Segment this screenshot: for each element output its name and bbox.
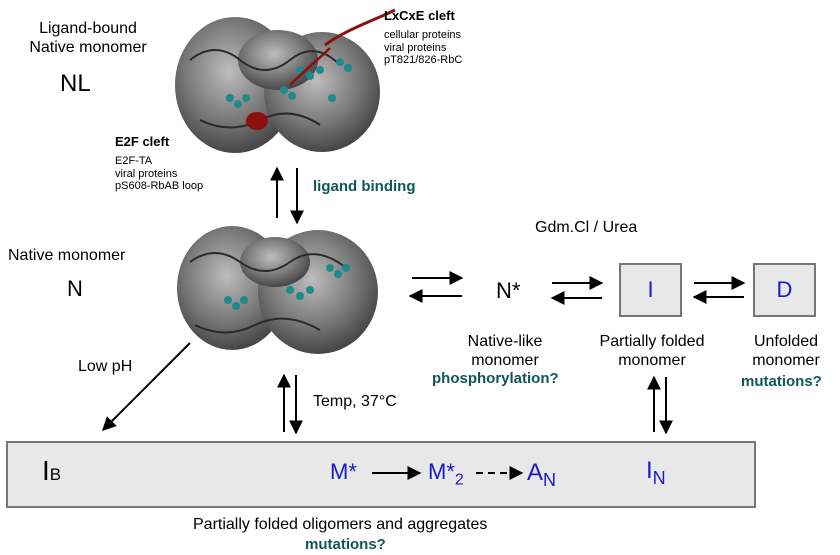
state-i-symbol: I bbox=[647, 277, 654, 302]
protein-structure-ligand-bound bbox=[175, 8, 396, 153]
e2f-title: E2F cleft bbox=[115, 134, 170, 149]
m2star-symbol: M*2 bbox=[428, 459, 464, 489]
an-symbol: AN bbox=[527, 459, 557, 490]
aggregates-box bbox=[6, 441, 756, 508]
mstar-symbol: M* bbox=[330, 459, 357, 484]
temp-label: Temp, 37°C bbox=[313, 393, 397, 410]
state-i-desc: Partially folded monomer bbox=[599, 333, 705, 369]
state-d-symbol: D bbox=[776, 277, 793, 302]
e2f-item: E2F-TA bbox=[115, 155, 153, 167]
mutations-label-aggregates: mutations? bbox=[305, 536, 386, 553]
state-nl-title: Ligand-bound Native monomer bbox=[29, 20, 147, 56]
lxcxe-title: LxCxE cleft bbox=[384, 8, 455, 23]
state-nl-symbol: NL bbox=[60, 70, 91, 97]
state-nstar-desc: Native-like monomer bbox=[467, 333, 543, 369]
arrow-n-to-ib bbox=[102, 342, 191, 431]
state-n-symbol: N bbox=[67, 276, 83, 301]
state-n-title: Native monomer bbox=[8, 247, 126, 264]
lxcxe-list: cellular proteins viral proteins pT821/8… bbox=[384, 29, 462, 67]
state-i-box: I bbox=[619, 263, 682, 317]
state-d-box: D bbox=[753, 263, 816, 317]
lxcxe-item: viral proteins bbox=[384, 41, 447, 54]
mutations-label-d: mutations? bbox=[741, 373, 822, 390]
denaturant-label: Gdm.Cl / Urea bbox=[535, 219, 638, 236]
e2f-list: E2F-TA viral proteins pS608-RbAB loop bbox=[115, 155, 203, 193]
protein-structure-native bbox=[177, 226, 378, 354]
in-symbol: IN bbox=[646, 457, 666, 488]
e2f-item: pS608-RbAB loop bbox=[115, 180, 204, 192]
ligand-binding-label: ligand binding bbox=[313, 178, 416, 195]
phosphorylation-label: phosphorylation? bbox=[432, 370, 559, 387]
low-ph-label: Low pH bbox=[78, 358, 133, 375]
ib-symbol: IB bbox=[42, 455, 62, 486]
state-d-desc: Unfolded monomer bbox=[752, 333, 820, 369]
state-nstar-symbol: N* bbox=[496, 278, 521, 303]
e2f-item: viral proteins bbox=[115, 167, 178, 180]
lxcxe-item: cellular proteins bbox=[384, 29, 462, 41]
aggregates-caption: Partially folded oligomers and aggregate… bbox=[193, 516, 488, 533]
lxcxe-item: pT821/826-RbC bbox=[384, 54, 463, 66]
